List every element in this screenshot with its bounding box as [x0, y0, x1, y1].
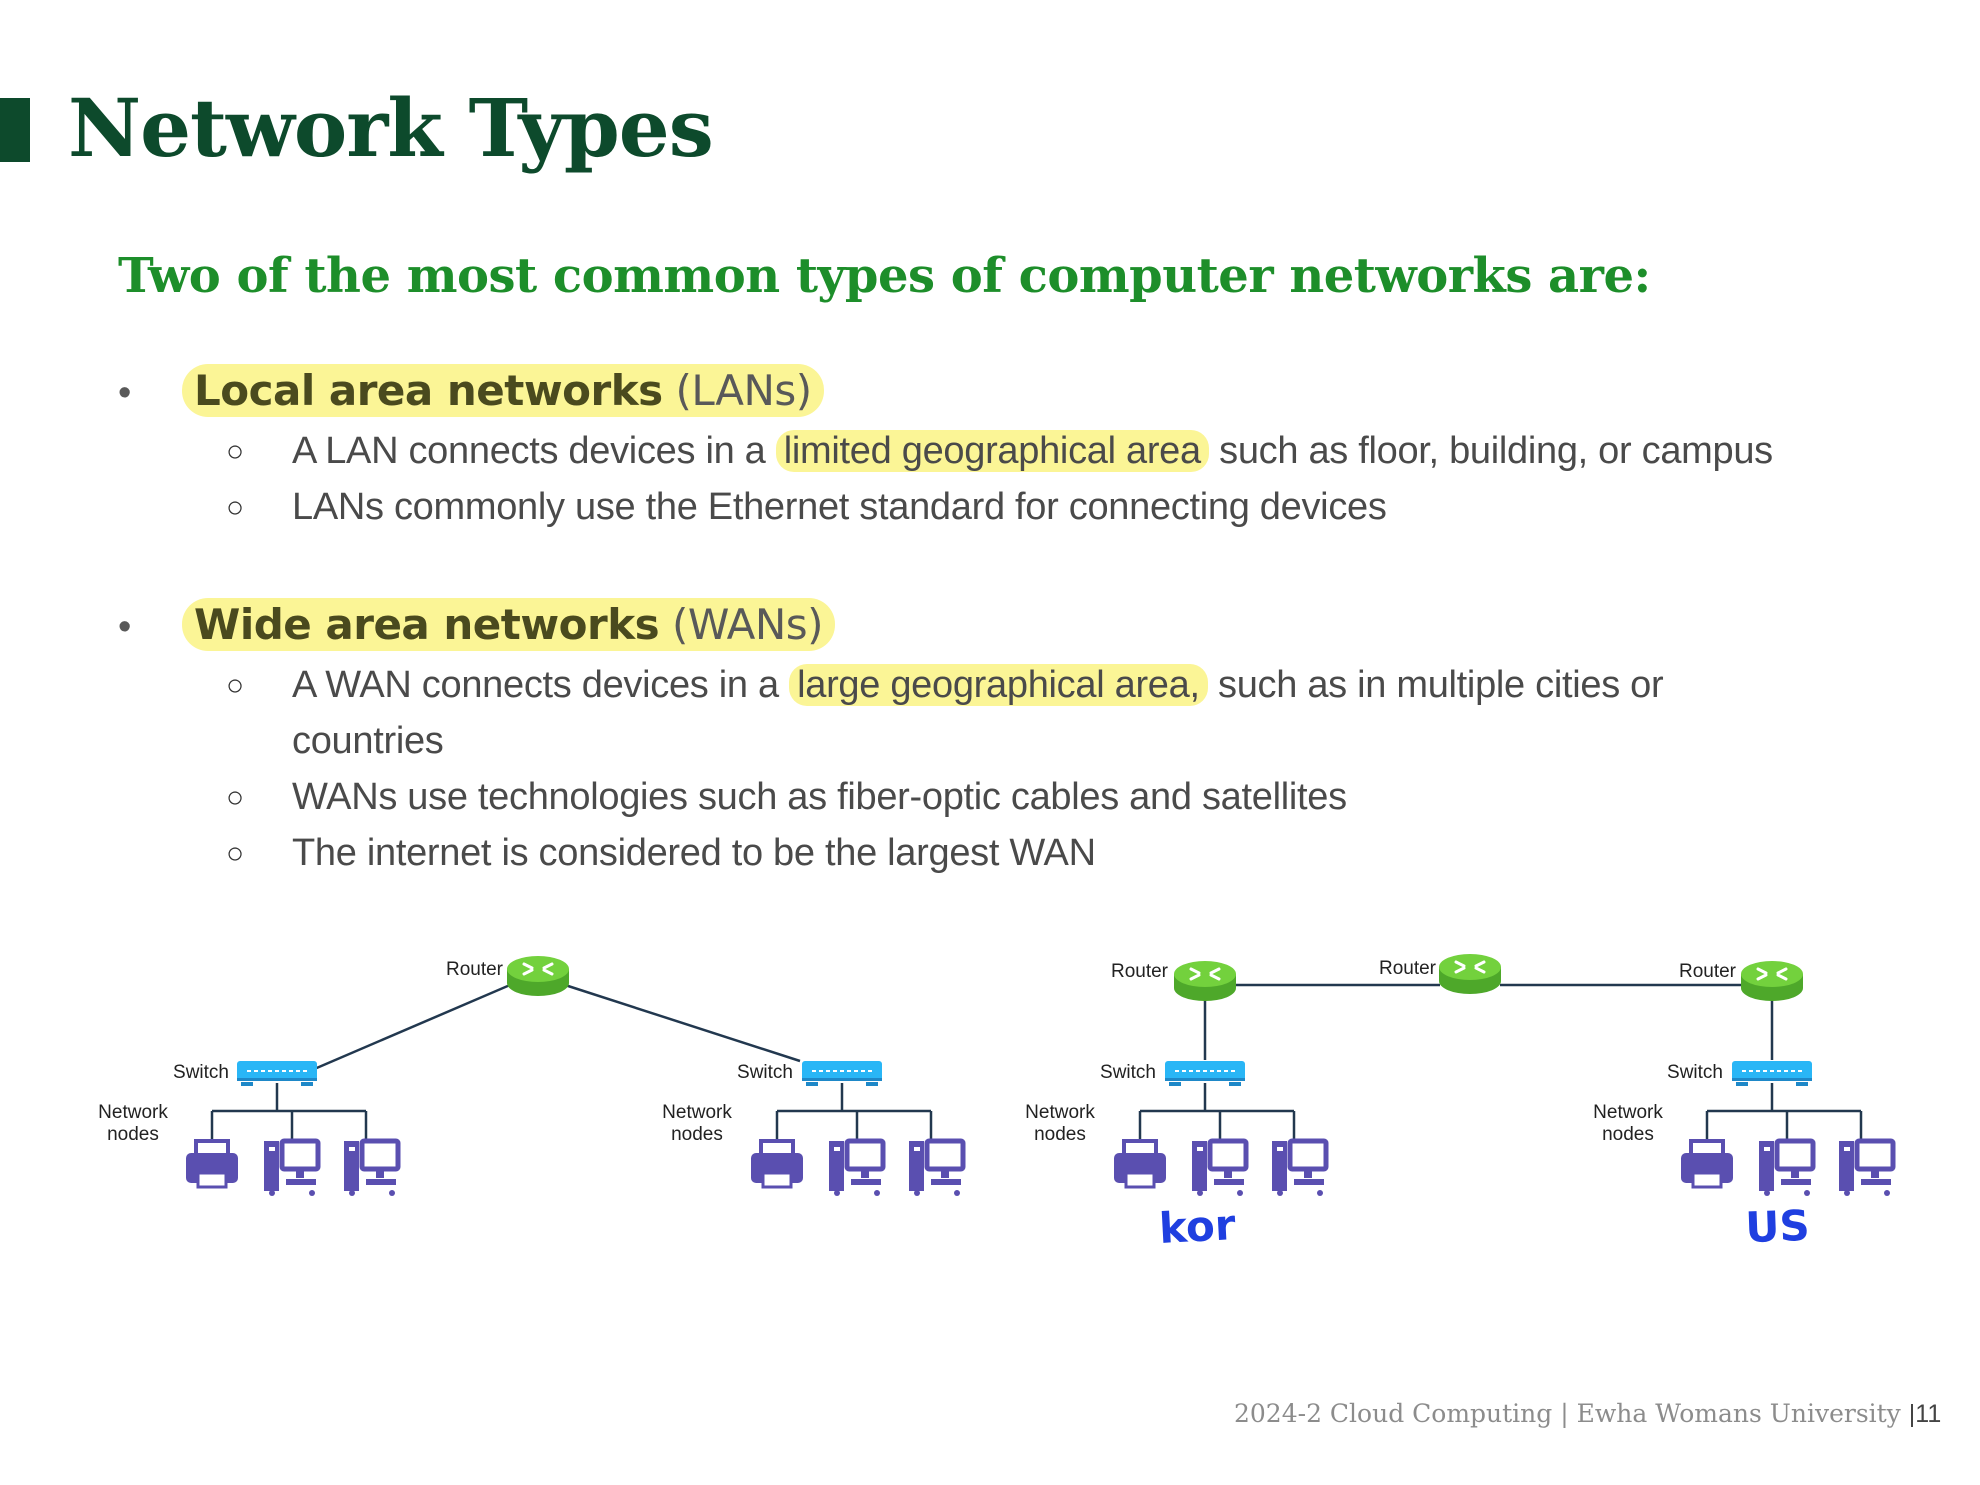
network-nodes-label: nodes: [671, 1124, 723, 1145]
section-heading-lan: Local area networks (LANs): [182, 364, 824, 417]
handwritten-annotation-kor: kor: [1158, 1200, 1237, 1253]
handwritten-annotation-us: US: [1744, 1201, 1810, 1252]
item-text: such as in multiple cities or: [1207, 664, 1664, 706]
network-nodes-label: Network: [98, 1102, 168, 1123]
sub-bullet-icon: ○: [226, 837, 245, 870]
heading-highlight: Wide area networks (WANs): [182, 598, 836, 651]
desktop-computer-icon: [344, 1141, 398, 1196]
heading-bold: Wide area networks: [194, 600, 660, 649]
printer-icon: [184, 1139, 240, 1189]
printer-icon: [749, 1139, 805, 1189]
desktop-computer-icon: [829, 1141, 883, 1196]
desktop-computer-icon: [909, 1141, 963, 1196]
lan-item-2: LANs commonly use the Ethernet standard …: [292, 484, 1387, 530]
item-text: WANs use technologies such as fiber-opti…: [292, 776, 1347, 818]
footer-separator: |: [1560, 1399, 1569, 1428]
heading-rest: (LANs): [662, 366, 812, 415]
footer-university: Ewha Womans University: [1576, 1399, 1901, 1428]
network-diagram: Router Switch Switch Network nodes Netwo…: [98, 952, 1980, 1253]
bullet-icon: •: [118, 606, 132, 648]
router-icon: [1172, 959, 1238, 1003]
desktop-computer-icon: [1759, 1141, 1813, 1196]
printer-icon: [1679, 1139, 1735, 1189]
footer: 2024-2 Cloud Computing | Ewha Womans Uni…: [1234, 1396, 1941, 1432]
switch-icon: [801, 1060, 883, 1087]
network-nodes-label: Network: [1593, 1102, 1663, 1123]
router-label: Router: [1379, 958, 1437, 979]
wan-item-1: A WAN connects devices in a large geogra…: [292, 662, 1664, 708]
item-text: A WAN connects devices in a: [292, 664, 790, 706]
router-label: Router: [1679, 961, 1737, 982]
footer-page-separator: |: [1908, 1400, 1916, 1428]
desktop-computer-icon: [1272, 1141, 1326, 1196]
switch-icon: [236, 1060, 318, 1087]
title-accent-bar: [0, 98, 30, 162]
desktop-computer-icon: [264, 1141, 318, 1196]
item-highlight: limited geographical area: [775, 430, 1209, 472]
heading-bold: Local area networks: [194, 366, 663, 415]
page-title: Network Types: [68, 81, 714, 175]
wan-item-2: WANs use technologies such as fiber-opti…: [292, 774, 1347, 820]
router-icon: [505, 954, 571, 998]
footer-course: 2024-2 Cloud Computing: [1234, 1399, 1553, 1428]
sub-bullet-icon: ○: [226, 781, 245, 814]
heading-highlight: Local area networks (LANs): [182, 364, 824, 417]
wan-item-3: The internet is considered to be the lar…: [292, 830, 1096, 876]
desktop-computer-icon: [1839, 1141, 1893, 1196]
sub-bullet-icon: ○: [226, 669, 245, 702]
slide-subtitle: Two of the most common types of computer…: [118, 248, 1651, 304]
network-nodes-label: nodes: [1602, 1124, 1654, 1145]
lan-item-1: A LAN connects devices in a limited geog…: [292, 428, 1773, 474]
sub-bullet-icon: ○: [226, 435, 245, 468]
item-text: A LAN connects devices in a: [292, 430, 776, 472]
network-nodes-label: Network: [662, 1102, 732, 1123]
item-highlight: large geographical area,: [789, 664, 1208, 706]
router-icon: [1739, 959, 1805, 1003]
network-nodes-label: nodes: [1034, 1124, 1086, 1145]
bullet-icon: •: [118, 372, 132, 414]
network-nodes-label: nodes: [107, 1124, 159, 1145]
wan-item-1-continued: countries: [292, 720, 444, 762]
sub-bullet-icon: ○: [226, 491, 245, 524]
switch-label: Switch: [173, 1062, 229, 1083]
switch-label: Switch: [1100, 1062, 1156, 1083]
switch-label: Switch: [1667, 1062, 1723, 1083]
router-label: Router: [446, 959, 504, 980]
page-number: 11: [1915, 1400, 1942, 1428]
desktop-computer-icon: [1192, 1141, 1246, 1196]
item-text: LANs commonly use the Ethernet standard …: [292, 486, 1387, 528]
item-text: such as floor, building, or campus: [1208, 430, 1773, 472]
network-nodes-label: Network: [1025, 1102, 1095, 1123]
router-icon: [1437, 952, 1503, 996]
heading-rest: (WANs): [659, 600, 824, 649]
switch-icon: [1164, 1060, 1246, 1087]
section-heading-wan: Wide area networks (WANs): [182, 598, 836, 651]
printer-icon: [1112, 1139, 1168, 1189]
switch-icon: [1731, 1060, 1813, 1087]
switch-label: Switch: [737, 1062, 793, 1083]
router-label: Router: [1111, 961, 1169, 982]
item-text: The internet is considered to be the lar…: [292, 832, 1096, 874]
